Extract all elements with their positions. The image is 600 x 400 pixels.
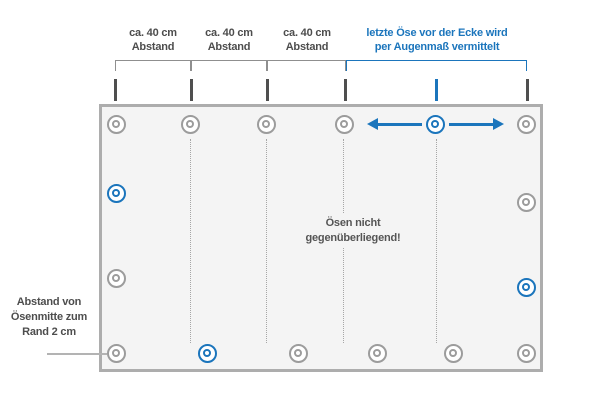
measure-bracket bbox=[346, 60, 527, 71]
arrow-right-icon bbox=[449, 118, 504, 130]
measure-bracket bbox=[115, 60, 346, 71]
edge-note-line2: Ösenmitte zum bbox=[10, 311, 88, 323]
center-note: Ösen nicht gegenüberliegend! bbox=[297, 214, 409, 248]
eyelet-gray bbox=[106, 114, 126, 134]
eyelet-gray bbox=[367, 343, 387, 363]
eyelet-gray bbox=[288, 343, 308, 363]
bracket-mid-tick bbox=[266, 60, 268, 71]
eyelet-blue bbox=[197, 343, 217, 363]
eyelet-gray bbox=[106, 343, 126, 363]
distance-label-line1: ca. 40 cm bbox=[129, 27, 177, 39]
distance-label-line1: ca. 40 cm bbox=[205, 27, 253, 39]
corner-note-line2: per Augenmaß vermittelt bbox=[374, 41, 500, 53]
eyelet-blue bbox=[516, 277, 536, 297]
dotted-guide-line bbox=[435, 139, 437, 343]
center-note-line1: Ösen nicht bbox=[325, 217, 381, 229]
tick-mark bbox=[113, 79, 117, 101]
eyelet-gray bbox=[334, 114, 354, 134]
tick-mark bbox=[189, 79, 193, 101]
tick-mark bbox=[434, 79, 438, 101]
distance-label-line1: ca. 40 cm bbox=[283, 27, 331, 39]
dotted-guide-line bbox=[189, 139, 191, 343]
dotted-guide-line bbox=[265, 139, 267, 343]
distance-label-line2: Abstand bbox=[207, 41, 251, 53]
tick-mark bbox=[343, 79, 347, 101]
tick-mark bbox=[265, 79, 269, 101]
eyelet-gray bbox=[443, 343, 463, 363]
distance-label: ca. 40 cm Abstand bbox=[129, 26, 177, 54]
distance-label: ca. 40 cm Abstand bbox=[283, 26, 331, 54]
distance-label-line2: Abstand bbox=[285, 41, 329, 53]
edge-note: Abstand von Ösenmitte zum Rand 2 cm bbox=[2, 295, 96, 340]
eyelet-blue bbox=[106, 183, 126, 203]
tick-mark bbox=[525, 79, 529, 101]
eyelet-gray bbox=[516, 114, 536, 134]
edge-note-line1: Abstand von bbox=[16, 296, 82, 308]
arrow-left-icon bbox=[367, 118, 422, 130]
corner-note: letzte Öse vor der Ecke wird per Augenma… bbox=[366, 26, 507, 54]
distance-label-line2: Abstand bbox=[131, 41, 175, 53]
edge-note-pointer-line bbox=[47, 353, 107, 355]
eyelet-gray bbox=[516, 192, 536, 212]
edge-note-line3: Rand 2 cm bbox=[22, 326, 76, 338]
eyelet-gray bbox=[180, 114, 200, 134]
eyelet-gray bbox=[256, 114, 276, 134]
center-note-line2: gegenüberliegend! bbox=[305, 232, 401, 244]
eyelet-gray bbox=[106, 268, 126, 288]
eyelet-gray bbox=[516, 343, 536, 363]
bracket-mid-tick bbox=[190, 60, 192, 71]
eyelet-blue bbox=[425, 114, 445, 134]
corner-note-line1: letzte Öse vor der Ecke wird bbox=[366, 27, 508, 39]
distance-label: ca. 40 cm Abstand bbox=[205, 26, 253, 54]
